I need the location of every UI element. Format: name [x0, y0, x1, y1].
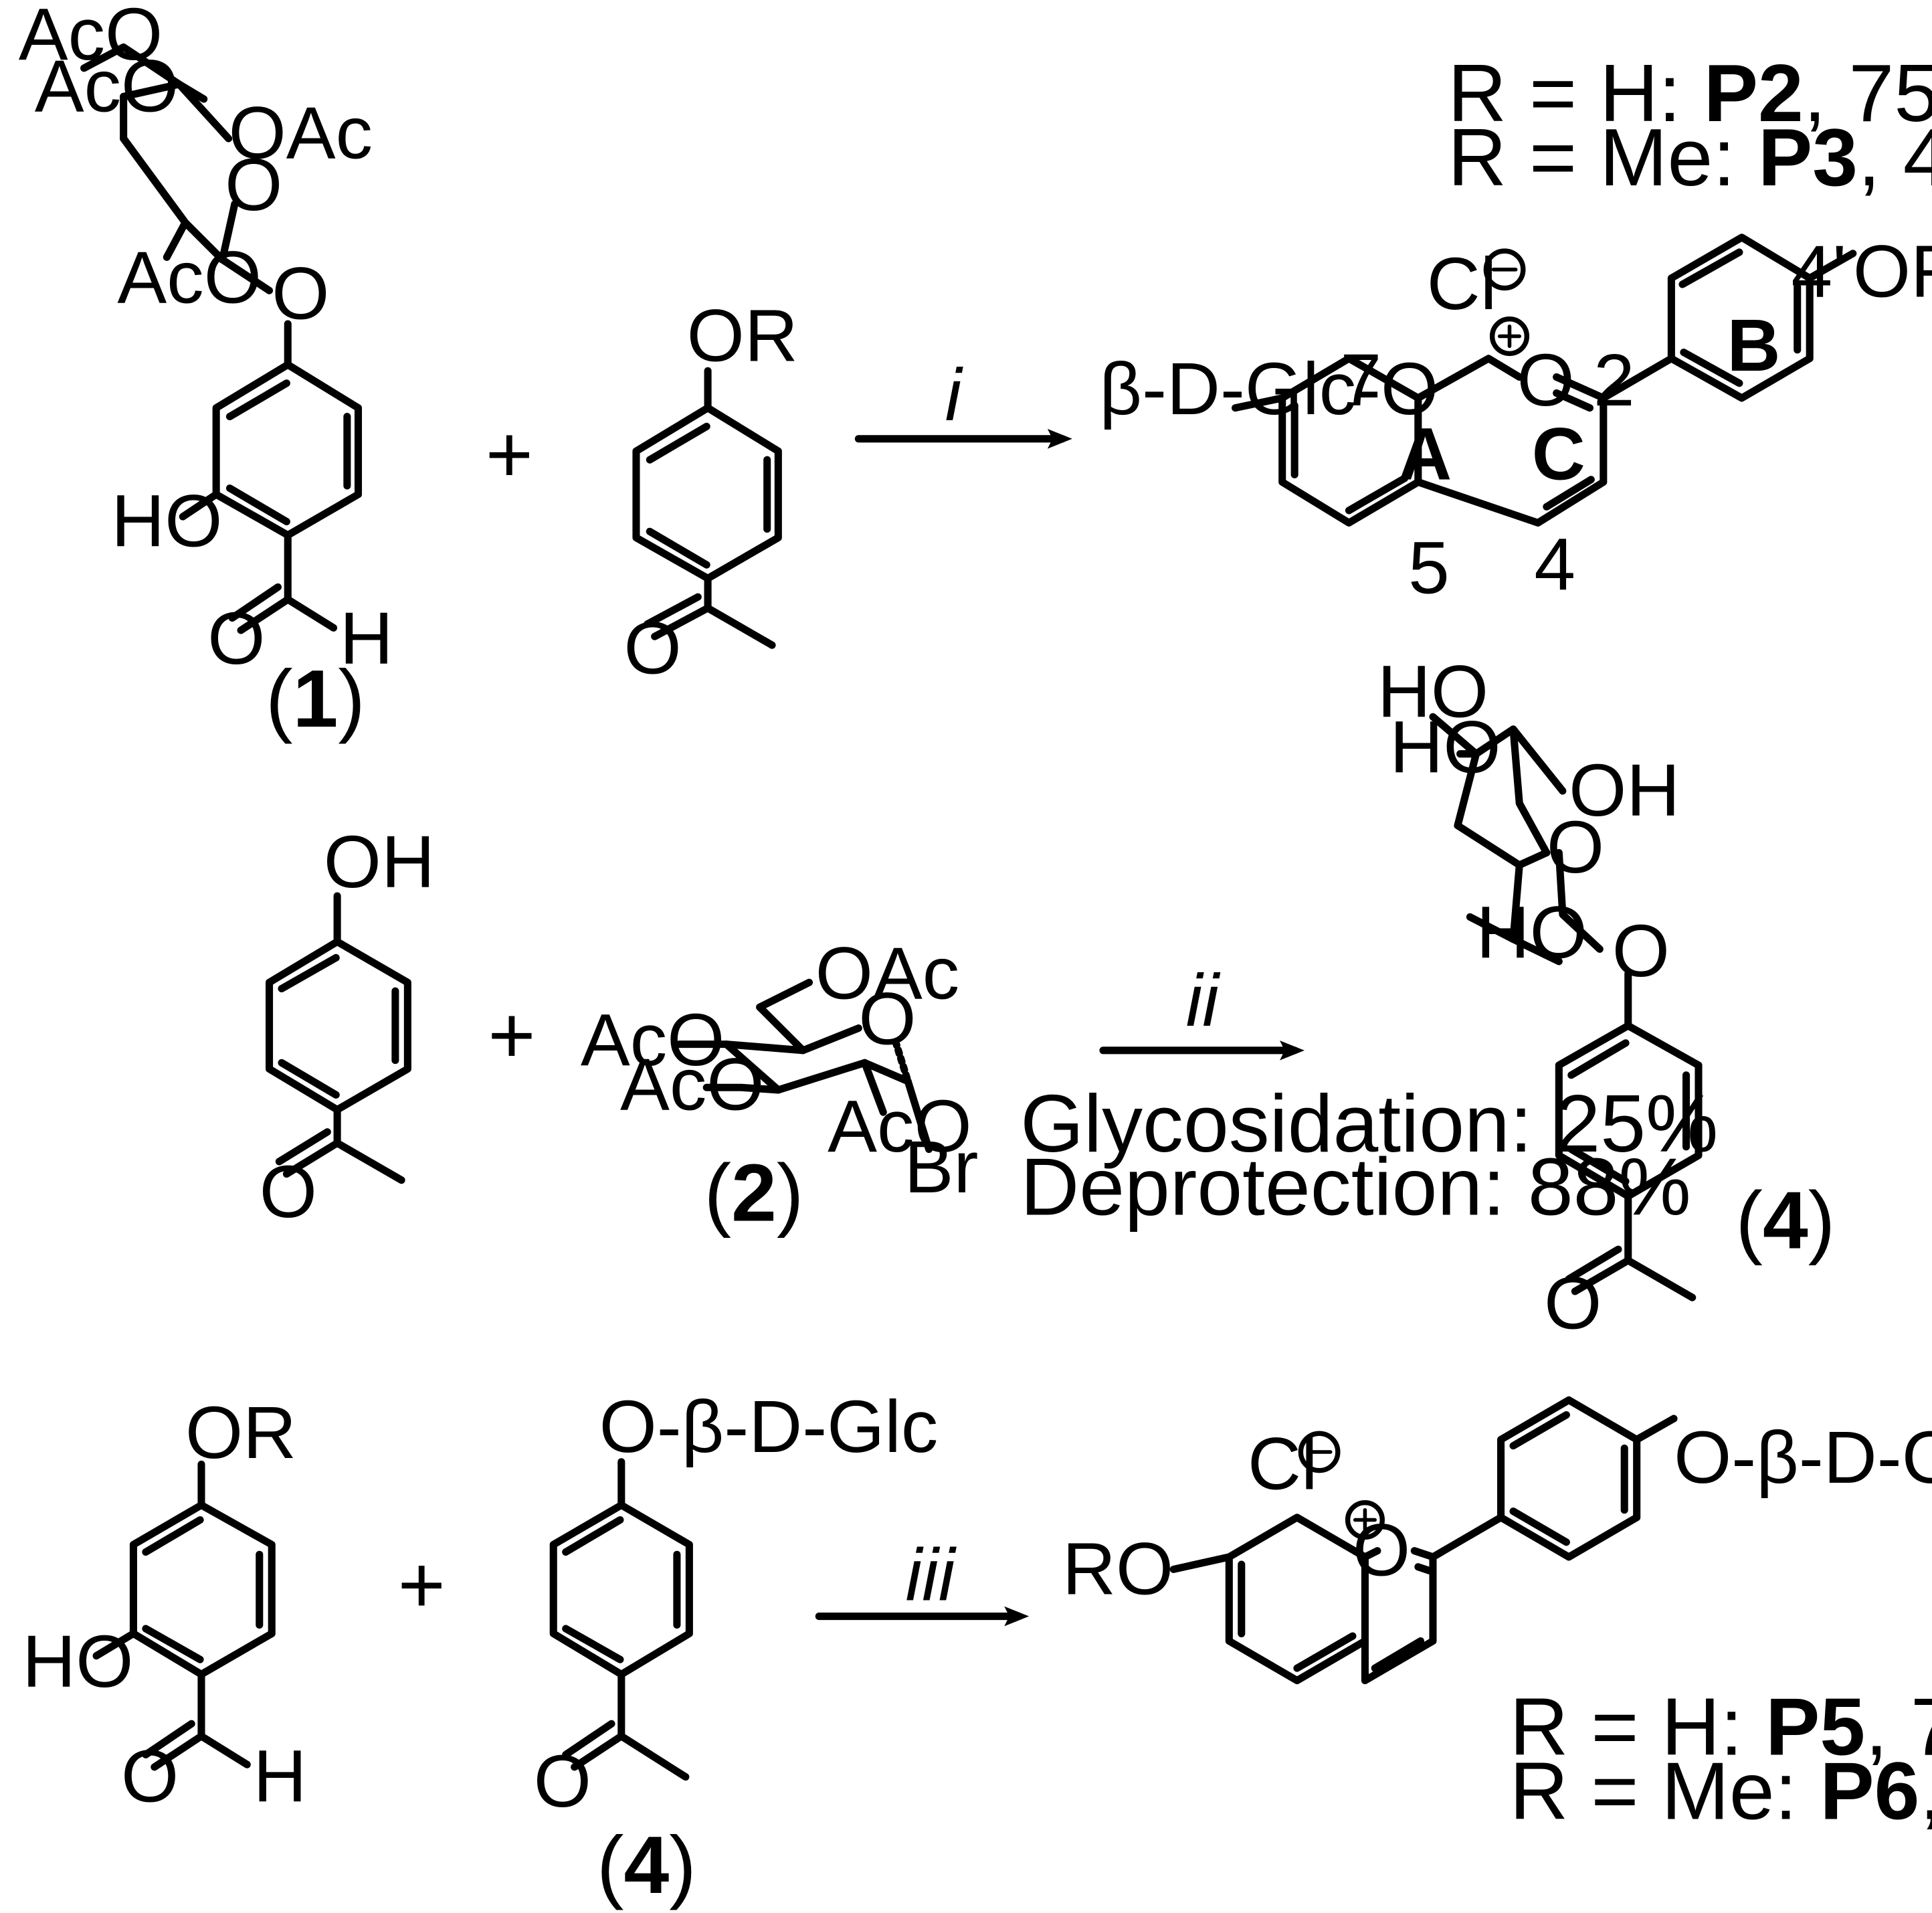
- condition-line: Glycosidation: 25%: [1020, 1078, 1718, 1169]
- compound-label-4: (4): [597, 1819, 696, 1910]
- arrow-label: i: [945, 354, 964, 436]
- atom-label: H: [254, 1736, 307, 1818]
- atom-label: O: [260, 1151, 317, 1233]
- reaction3-arrow: iii: [815, 1534, 1030, 1627]
- ring-label: C: [1532, 414, 1585, 496]
- atom-label: O-β-D-Glc: [599, 1386, 939, 1468]
- plus-sign: +: [486, 408, 533, 499]
- atom-label: O: [534, 1740, 591, 1823]
- atom-label: O: [624, 608, 682, 690]
- reaction3-reagent2-structure: [549, 1458, 693, 1781]
- atom-label: HO: [111, 480, 222, 562]
- counterion-label: Cl: [1248, 1423, 1318, 1505]
- reaction2-reagent2-labels: OAc O AcO AcO AcO Br (2): [581, 932, 979, 1238]
- ring-label: B: [1727, 304, 1780, 387]
- atom-label: O: [1544, 1262, 1602, 1344]
- atom-label: RO: [1062, 1528, 1173, 1610]
- atom-label: O: [225, 144, 282, 226]
- atom-label: HO: [1377, 650, 1488, 733]
- plus-sign: +: [398, 1539, 446, 1630]
- atom-label: OR: [1853, 230, 1932, 312]
- atom-label: Br: [904, 1126, 979, 1208]
- atom-label: O: [1612, 910, 1670, 992]
- ring-label: A: [1398, 414, 1452, 496]
- reaction1-product-labels: Cl β-D-Glc-O O 7 2 5 4 4' OR A B C: [1099, 230, 1932, 609]
- atom-label: OR: [185, 1392, 296, 1474]
- atom-label: OH: [324, 821, 435, 903]
- atom-label: O: [1353, 1510, 1410, 1592]
- condition-line: Deprotection: 88%: [1020, 1141, 1691, 1232]
- atom-label: HO: [1389, 706, 1501, 788]
- reaction2-product-structure: [1429, 713, 1703, 1301]
- yield-line: R = H: P2, 75%: [1448, 48, 1932, 139]
- atom-label: O: [1517, 339, 1575, 422]
- glycoside-label: β-D-Glc-O: [1099, 348, 1438, 430]
- atom-label: AcO: [19, 0, 163, 76]
- atom-label: O: [272, 253, 329, 335]
- reaction1-reagent1-structure: [80, 43, 363, 634]
- atom-label: O: [858, 978, 916, 1061]
- atom-label: OH: [1569, 749, 1680, 832]
- position-label: 7: [1341, 339, 1382, 422]
- position-label: 4: [1534, 523, 1575, 606]
- reaction2-reagent1-structure: [266, 892, 411, 1184]
- yield-line: R = Me: P6, 77%: [1509, 1745, 1932, 1836]
- plus-sign: +: [488, 989, 535, 1080]
- atom-label: HO: [22, 1621, 133, 1703]
- counterion-label: Cl: [1427, 243, 1497, 325]
- atom-label: O-β-D-Glc: [1674, 1417, 1932, 1499]
- position-label: 2: [1593, 339, 1635, 422]
- reaction3-reagent1-structure: [92, 1460, 276, 1771]
- compound-label-4: (4): [1735, 1174, 1835, 1265]
- reaction1-arrow: i: [854, 354, 1072, 449]
- reaction1-yields: R = H: P2, 75% R = Me: P3, 42%: [1448, 48, 1932, 203]
- atom-label: OAc: [229, 92, 373, 175]
- reaction3-product-labels: Cl RO O O-β-D-Glc: [1062, 1417, 1932, 1610]
- atom-label: AcO: [117, 237, 261, 319]
- atom-label: H: [340, 598, 393, 680]
- atom-label: O: [1547, 806, 1604, 889]
- atom-label: OR: [687, 294, 798, 377]
- reaction2-arrow: ii Glycosidation: 25% Deprotection: 88%: [1020, 960, 1718, 1233]
- reaction2-reagent2-structure: [676, 978, 933, 1154]
- atom-label: HO: [1476, 891, 1587, 974]
- reaction1-reagent2-labels: OR O: [624, 294, 798, 689]
- reaction1-reagent1-labels: AcO AcO OAc O AcO O HO O H (1): [19, 0, 393, 744]
- compound-label-1: (1): [266, 653, 365, 744]
- position-label: 4': [1791, 230, 1846, 312]
- reaction1-reagent2-structure: [632, 367, 782, 649]
- atom-label: AcO: [35, 45, 179, 127]
- atom-label: AcO: [620, 1043, 764, 1125]
- position-label: 5: [1408, 527, 1450, 610]
- reaction3-product-structure: [1169, 1396, 1678, 1685]
- yield-line: R = H: P5, 77%: [1509, 1681, 1932, 1772]
- reaction1-product-structure: [1232, 234, 1857, 527]
- reaction3-reagent1-labels: OR HO O H: [22, 1392, 306, 1817]
- atom-label: AcO: [828, 1085, 971, 1168]
- arrow-label: iii: [906, 1534, 957, 1617]
- reaction3-reagent2-labels: O-β-D-Glc O (4): [534, 1386, 939, 1910]
- arrow-label: ii: [1186, 960, 1222, 1042]
- atom-label: O: [207, 598, 265, 680]
- atom-label: AcO: [581, 999, 724, 1081]
- reaction2-reagent1-labels: OH O: [260, 821, 435, 1233]
- atom-label: OAc: [815, 932, 959, 1014]
- yield-line: R = Me: P3, 42%: [1448, 112, 1932, 203]
- reaction2-product-labels: HO HO OH O HO O O (4): [1377, 650, 1835, 1344]
- reaction3-yields: R = H: P5, 77% R = Me: P6, 77%: [1509, 1681, 1932, 1836]
- compound-label-2: (2): [704, 1148, 804, 1239]
- atom-label: O: [121, 1736, 179, 1818]
